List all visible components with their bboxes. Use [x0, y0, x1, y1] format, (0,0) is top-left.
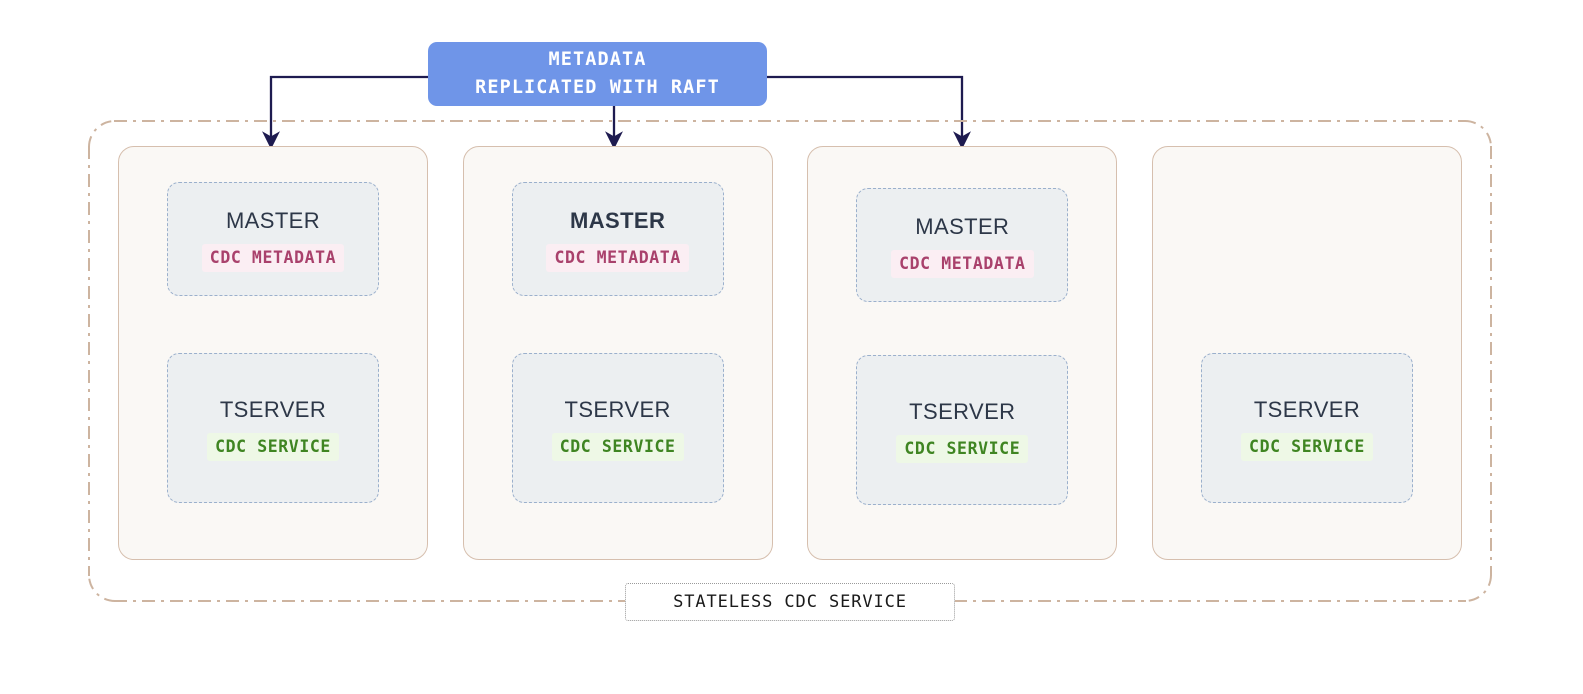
cdc-service-badge-3: CDC SERVICE [896, 435, 1029, 463]
metadata-raft-box[interactable]: METADATA REPLICATED WITH RAFT [428, 42, 767, 106]
master-title-1: MASTER [225, 208, 321, 233]
cdc-service-badge-4: CDC SERVICE [1241, 433, 1373, 461]
node-cards-row: MASTER CDC METADATA TSERVER CDC SERVICE … [118, 146, 1462, 560]
master-title-3: MASTER [915, 214, 1010, 239]
cdc-metadata-badge-1: CDC METADATA [201, 244, 345, 272]
master-process-box-2[interactable]: MASTER CDC METADATA [511, 182, 724, 296]
master-process-box-3[interactable]: MASTER CDC METADATA [856, 188, 1069, 302]
tserver-process-box-1[interactable]: TSERVER CDC SERVICE [167, 353, 379, 503]
cdc-service-badge-1: CDC SERVICE [207, 433, 339, 461]
cdc-service-badge-2: CDC SERVICE [551, 433, 684, 461]
metadata-title-line1: METADATA [548, 49, 647, 70]
node-card-3[interactable]: MASTER CDC METADATA TSERVER CDC SERVICE [807, 146, 1118, 560]
node-card-1[interactable]: MASTER CDC METADATA TSERVER CDC SERVICE [118, 146, 428, 560]
master-title-2: MASTER [570, 208, 666, 233]
tserver-title-4: TSERVER [1253, 397, 1361, 422]
tserver-process-box-4[interactable]: TSERVER CDC SERVICE [1200, 353, 1413, 503]
tserver-title-3: TSERVER [909, 399, 1016, 424]
tserver-process-box-2[interactable]: TSERVER CDC SERVICE [511, 353, 724, 503]
tserver-title-2: TSERVER [564, 397, 671, 422]
stateless-cdc-service-label: STATELESS CDC SERVICE [625, 583, 955, 621]
node-card-4[interactable]: TSERVER CDC SERVICE [1151, 146, 1462, 560]
cdc-metadata-badge-3: CDC METADATA [891, 250, 1034, 278]
node-card-2[interactable]: MASTER CDC METADATA TSERVER CDC SERVICE [462, 146, 773, 560]
stateless-cdc-service-text: STATELESS CDC SERVICE [673, 592, 907, 612]
master-process-box-1[interactable]: MASTER CDC METADATA [167, 182, 379, 296]
tserver-title-1: TSERVER [219, 397, 327, 422]
tserver-process-box-3[interactable]: TSERVER CDC SERVICE [856, 355, 1069, 505]
cdc-metadata-badge-2: CDC METADATA [546, 244, 689, 272]
metadata-title-line2: REPLICATED WITH RAFT [475, 77, 720, 98]
